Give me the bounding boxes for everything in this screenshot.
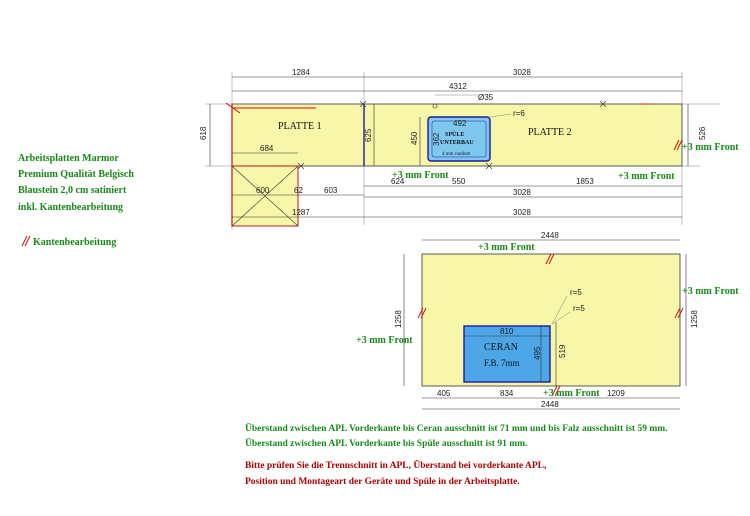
- dim-3028-mid: 3028: [513, 188, 531, 197]
- dim-2448-top: 2448: [541, 231, 559, 240]
- edge-legend: Kantenbearbeitung: [21, 235, 116, 248]
- dim-526: 526: [698, 126, 707, 140]
- dim-834: 834: [500, 389, 514, 398]
- platte-1-label: PLATTE 1: [278, 121, 322, 132]
- platte-2: [363, 103, 683, 167]
- edge-processing-mark: [554, 385, 561, 397]
- material-legend: Arbeitsplatten Marmor Premium Qualität B…: [18, 153, 134, 213]
- legend-line-3: Blaustein 2,0 cm satiniert: [18, 185, 127, 196]
- platte-1: [231, 103, 365, 167]
- dim-1853: 1853: [576, 177, 594, 186]
- ceran-sub: F.B. 7mm: [484, 358, 520, 368]
- dim-3028-bot: 3028: [513, 208, 531, 217]
- island-front-right: +3 mm Front: [682, 286, 739, 297]
- dim-4312: 4312: [449, 82, 467, 91]
- ceran-cutout: [463, 325, 551, 383]
- edge-mark-icon: [24, 235, 31, 247]
- dim-362: 362: [432, 132, 441, 146]
- dim-624: 624: [391, 177, 405, 186]
- note-green-2: Überstand zwischen APL Vorderkante bis S…: [245, 436, 527, 449]
- edge-processing-mark: [677, 307, 684, 319]
- dim-405: 405: [437, 389, 451, 398]
- edge-processing-mark: [545, 253, 552, 265]
- dim-603: 603: [324, 186, 338, 195]
- ceran-label: CERAN: [484, 342, 518, 353]
- dim-625: 625: [364, 128, 373, 142]
- front-label-left: +3 mm Front: [392, 170, 449, 181]
- island-front-left: +3 mm Front: [356, 335, 413, 346]
- dim-r5-a: r=5: [570, 288, 582, 297]
- dim-1209: 1209: [607, 389, 625, 398]
- dim-62: 62: [294, 186, 303, 195]
- edge-processing-mark: [551, 385, 558, 397]
- dim-550: 550: [452, 177, 466, 186]
- sink-label-3: 4 mm rundum: [442, 152, 470, 157]
- tap-hole: [432, 103, 438, 109]
- dim-495: 495: [533, 346, 542, 360]
- dim-1258-left: 1258: [394, 310, 403, 328]
- dim-r6: r=6: [513, 109, 525, 118]
- dim-492: 492: [453, 119, 467, 128]
- dim-1258-right: 1258: [690, 310, 699, 328]
- edge-mark-icon: [21, 235, 28, 247]
- dim-1284: 1284: [292, 68, 310, 77]
- dim-35: Ø35: [478, 93, 494, 102]
- edge-processing-mark: [417, 307, 424, 319]
- front-label-side: +3 mm Front: [682, 142, 739, 153]
- dim-3028-top: 3028: [513, 68, 531, 77]
- legend-line-1: Arbeitsplatten Marmor: [18, 153, 119, 164]
- front-label-right: +3 mm Front: [618, 171, 675, 182]
- top-plan: SPÜLE UNTERBAU 4 mm rundum PLATTE 1 PLAT…: [199, 68, 739, 230]
- legend-line-4: inkl. Kantenbearbeitung: [18, 202, 123, 213]
- dim-684: 684: [260, 144, 274, 153]
- dim-618: 618: [199, 126, 208, 140]
- island-front-bottom: +3 mm Front: [543, 388, 600, 399]
- legend-line-2: Premium Qualität Belgisch: [18, 169, 134, 180]
- note-red-1: Bitte prüfen Sie die Trennschnitt in APL…: [245, 458, 547, 471]
- island-front-top: +3 mm Front: [478, 242, 535, 253]
- edge-processing-mark: [674, 307, 681, 319]
- edge-processing-mark: [225, 102, 241, 114]
- note-green-1: Überstand zwischen APL Vorderkante bis C…: [245, 421, 668, 434]
- note-red-2: Position und Montageart der Geräte und S…: [245, 477, 520, 487]
- edge-processing-mark: [420, 307, 427, 319]
- edge-processing-mark: [548, 253, 555, 265]
- dim-r5-b: r=5: [573, 304, 585, 313]
- notes: Überstand zwischen APL Vorderkante bis C…: [245, 421, 668, 487]
- dim-1287: 1287: [292, 208, 310, 217]
- dim-450: 450: [410, 131, 419, 145]
- dim-810: 810: [500, 327, 514, 336]
- edge-processing-mark: [676, 139, 683, 151]
- island-slab: [421, 253, 681, 387]
- sink-label-2: UNTERBAU: [440, 140, 474, 146]
- dim-519: 519: [558, 344, 567, 358]
- edge-legend-label: Kantenbearbeitung: [33, 237, 116, 248]
- edge-processing-mark: [673, 139, 680, 151]
- sink-cutout: [427, 116, 491, 162]
- sink-label-1: SPÜLE: [445, 131, 464, 138]
- dim-600: 600: [256, 186, 270, 195]
- platte-2-label: PLATTE 2: [528, 127, 572, 138]
- island-plan: CERAN F.B. 7mm 2448 1258 1258 810 495 51…: [356, 231, 739, 410]
- dim-2448-bot: 2448: [541, 400, 559, 409]
